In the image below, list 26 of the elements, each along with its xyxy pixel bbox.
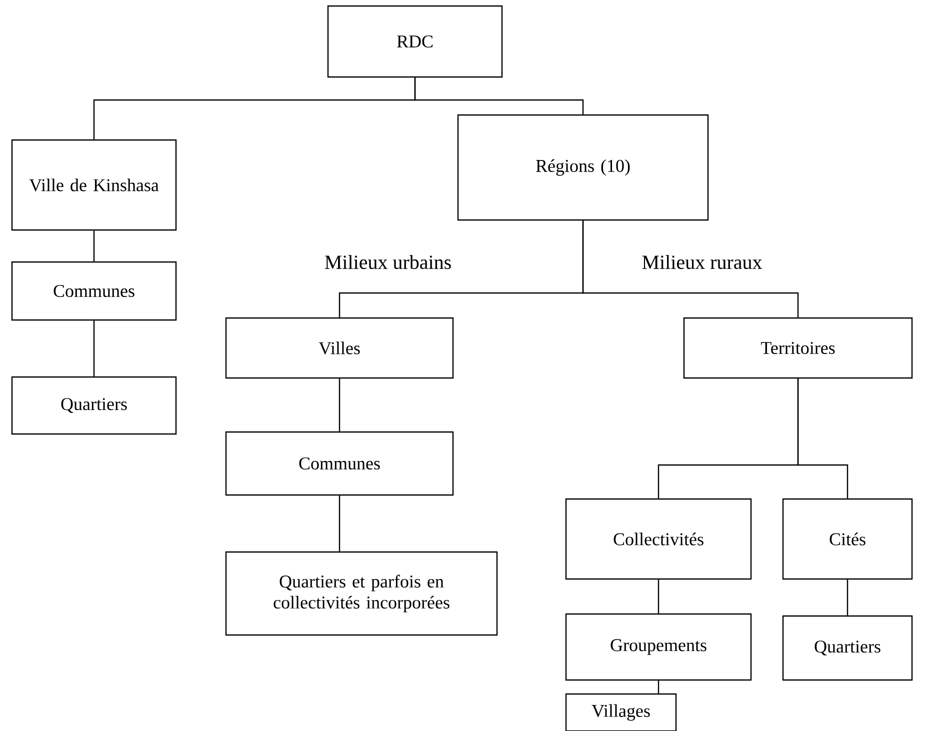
box: Quartiers	[11, 376, 177, 435]
branch-label: Milieux urbains	[324, 254, 451, 270]
connector	[658, 580, 660, 614]
connector	[93, 320, 95, 376]
box: Quartiers	[782, 615, 913, 681]
box: Villes	[225, 317, 454, 379]
connector	[658, 680, 660, 694]
connector	[93, 230, 95, 262]
box: Groupements	[565, 613, 752, 681]
box: Communes	[225, 431, 454, 496]
box: Cités	[782, 498, 913, 580]
box: Ville de Kinshasa	[11, 139, 177, 231]
connector	[582, 220, 799, 318]
box: Villages	[565, 693, 677, 731]
connector	[846, 580, 848, 616]
connector	[338, 378, 340, 432]
box: Quartiers et parfois en collectivités incorporées	[225, 551, 498, 636]
connector	[797, 378, 848, 498]
box: Régions (10)	[457, 114, 709, 221]
connector	[338, 496, 340, 552]
box: Collectivités	[565, 498, 752, 580]
box: Territoires	[683, 317, 913, 379]
box: RDC	[327, 5, 503, 78]
connector	[414, 78, 584, 114]
branch-label: Milieux ruraux	[642, 254, 762, 270]
box: Communes	[11, 261, 177, 321]
